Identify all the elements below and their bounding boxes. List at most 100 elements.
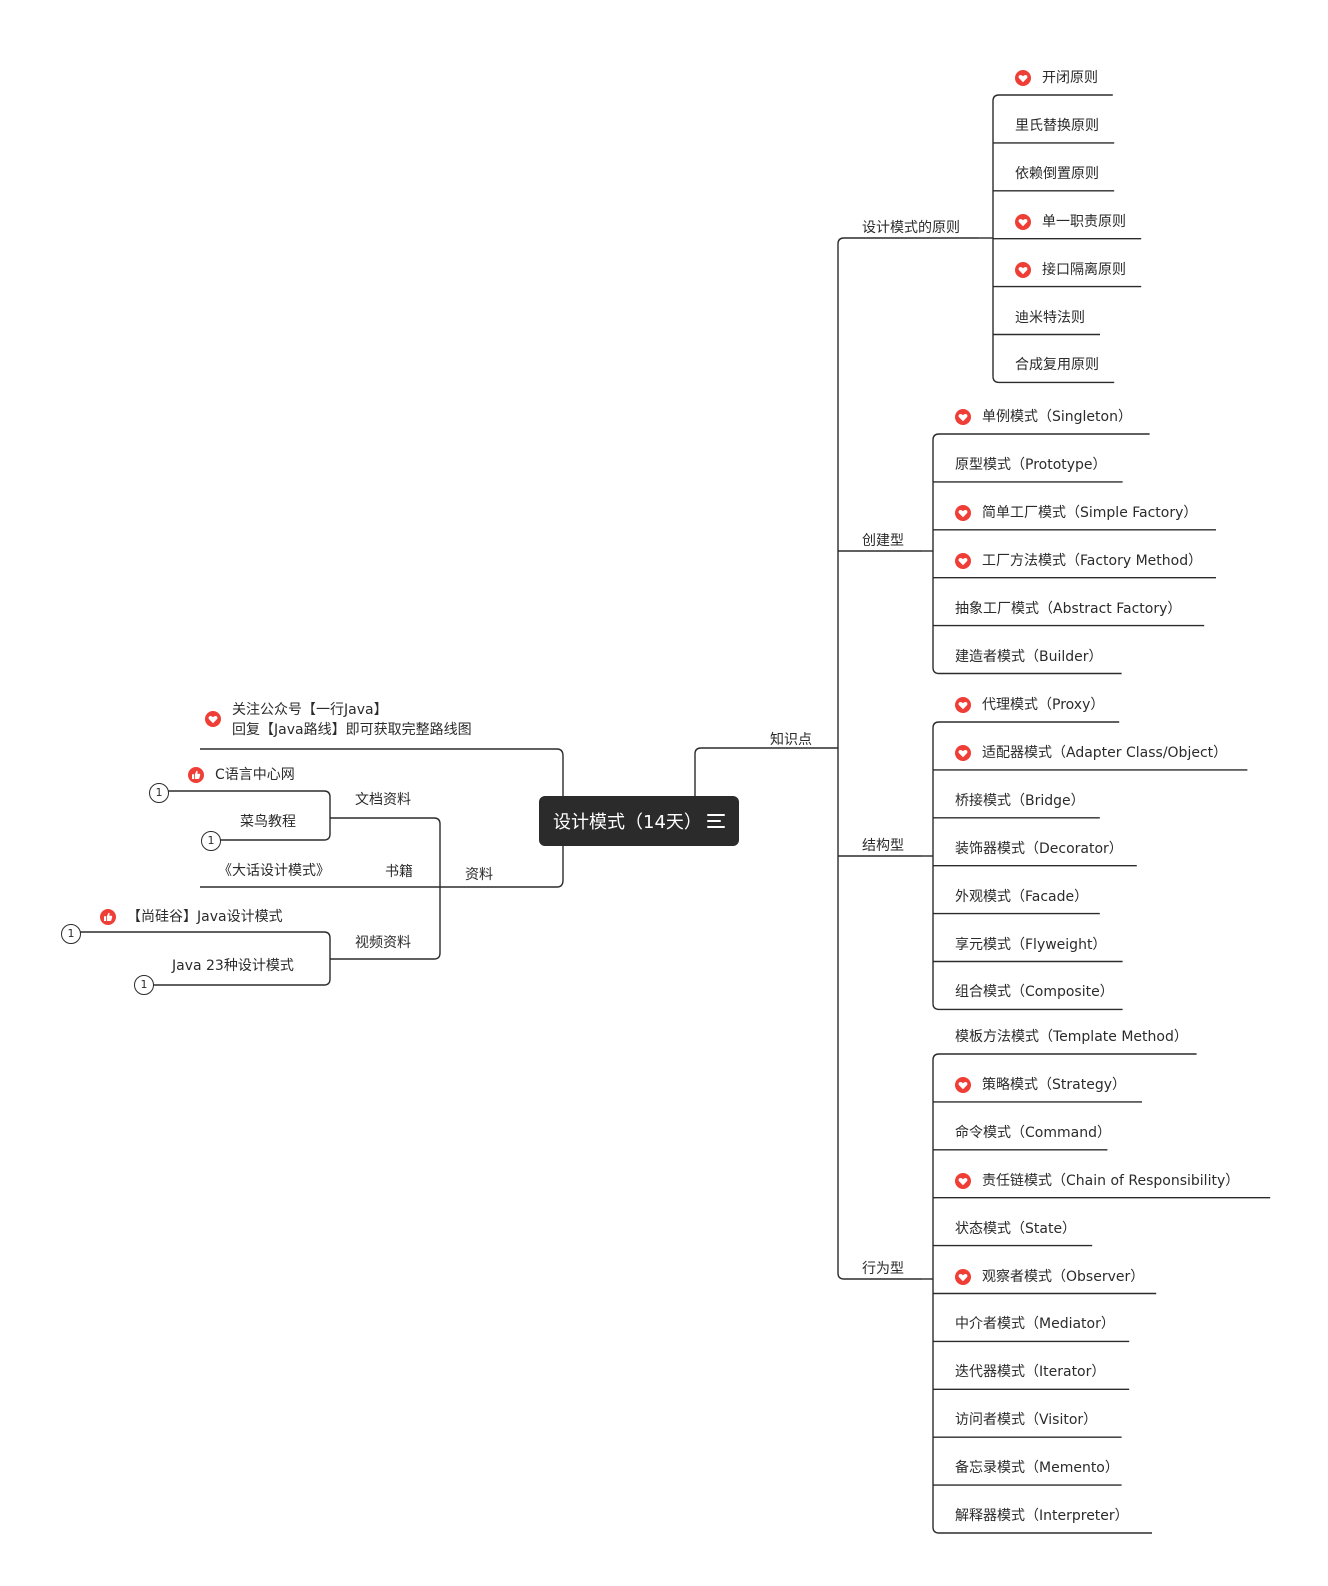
notice-topic[interactable]: 关注公众号【一行Java】回复【Java路线】即可获取完整路线图 [205,700,472,740]
list-icon[interactable] [707,814,725,828]
pattern-item[interactable]: 享元模式（Flyweight） [955,935,1106,955]
pattern-item-label: 装饰器模式（Decorator） [955,840,1123,857]
group-books[interactable]: 书籍 [385,862,413,882]
pattern-item-label: 责任链模式（Chain of Responsibility） [982,1172,1240,1189]
pattern-item[interactable]: 代理模式（Proxy） [955,695,1104,715]
pattern-item-label: 原型模式（Prototype） [955,456,1107,473]
resource-item-label: 【尚硅谷】Java设计模式 [127,909,283,925]
connector-line [837,1272,845,1280]
pattern-item-label: 模板方法模式（Template Method） [955,1029,1188,1045]
connector-line [497,808,564,888]
heart-icon [955,1076,971,1093]
pattern-item[interactable]: 策略模式（Strategy） [955,1075,1126,1095]
pattern-item[interactable]: 迪米特法则 [1015,308,1085,328]
pattern-item-label: 迭代器模式（Iterator） [955,1364,1106,1381]
pattern-item-label: 单例模式（Singleton） [982,409,1132,425]
pattern-item[interactable]: 接口隔离原则 [1015,260,1126,280]
connector-line [932,1003,1123,1011]
pattern-item[interactable]: 合成复用原则 [1015,355,1099,375]
pattern-item[interactable]: 单一职责原则 [1015,212,1126,232]
connector-line [144,959,331,986]
resource-item-label: C语言中心网 [215,767,295,783]
pattern-item[interactable]: 适配器模式（Adapter Class/Object） [955,743,1227,763]
pattern-item-label: 解释器模式（Interpreter） [955,1508,1129,1524]
group-behavioral-label: 行为型 [862,1261,904,1277]
connector-line [992,376,1115,384]
resource-item[interactable]: 菜鸟教程 [240,812,296,832]
connector-line [330,952,441,960]
pattern-item[interactable]: 命令模式（Command） [955,1123,1111,1143]
connector-line [932,1526,1152,1534]
group-videos-label: 视频资料 [355,935,411,951]
resource-item[interactable]: Java 23种设计模式 [172,956,294,976]
pattern-item[interactable]: 工厂方法模式（Factory Method） [955,551,1202,571]
heart-icon [1015,213,1031,230]
link-badge[interactable]: 1 [134,975,154,995]
heart-icon [205,711,221,727]
pattern-item[interactable]: 责任链模式（Chain of Responsibility） [955,1171,1239,1191]
pattern-item[interactable]: 依赖倒置原则 [1015,164,1099,184]
connector-line [932,1053,1197,1061]
branch-resources[interactable]: 资料 [465,865,493,885]
group-videos[interactable]: 视频资料 [355,933,411,953]
connector-line [932,721,1120,729]
link-badge[interactable]: 1 [201,831,221,851]
pattern-item-label: 依赖倒置原则 [1015,165,1099,182]
root-topic[interactable]: 设计模式（14天） [539,796,739,846]
heart-icon [955,552,971,569]
group-docs[interactable]: 文档资料 [355,790,411,810]
pattern-item[interactable]: 桥接模式（Bridge） [955,791,1085,811]
pattern-item[interactable]: 建造者模式（Builder） [955,647,1103,667]
pattern-item[interactable]: 观察者模式（Observer） [955,1267,1144,1287]
connector-line [932,433,1150,441]
pattern-item-label: 外观模式（Facade） [955,888,1089,905]
pattern-item[interactable]: 迭代器模式（Iterator） [955,1362,1105,1382]
heart-icon [955,1268,971,1285]
connector-line [71,931,331,959]
pattern-item[interactable]: 装饰器模式（Decorator） [955,839,1123,859]
pattern-item-label: 建造者模式（Builder） [955,648,1103,665]
pattern-item[interactable]: 简单工厂模式（Simple Factory） [955,503,1197,523]
connector-line [158,790,331,818]
connector-line [694,747,838,796]
group-principles[interactable]: 设计模式的原则 [862,218,960,238]
resource-item[interactable]: C语言中心网 [188,765,295,785]
connector-line [837,237,845,245]
resource-item[interactable]: 《大话设计模式》 [218,861,330,881]
pattern-item-label: 策略模式（Strategy） [982,1076,1126,1093]
pattern-item-label: 接口隔离原则 [1042,261,1126,278]
link-badge[interactable]: 1 [149,783,169,803]
pattern-item[interactable]: 开闭原则 [1015,68,1098,88]
heart-icon [1015,261,1031,278]
pattern-item[interactable]: 状态模式（State） [955,1219,1076,1239]
pattern-item[interactable]: 模板方法模式（Template Method） [955,1027,1188,1047]
connector-line [330,817,441,825]
pattern-item-label: 迪米特法则 [1015,309,1085,326]
group-structural[interactable]: 结构型 [862,836,904,856]
branch-knowledge[interactable]: 知识点 [770,730,812,750]
pattern-item-label: 状态模式（State） [955,1220,1077,1237]
group-creational[interactable]: 创建型 [862,531,904,551]
connector-line [932,667,1122,675]
connector-line [992,94,1113,102]
pattern-item[interactable]: 里氏替换原则 [1015,116,1099,136]
pattern-item[interactable]: 组合模式（Composite） [955,982,1114,1002]
pattern-item[interactable]: 中介者模式（Mediator） [955,1314,1115,1334]
resource-item[interactable]: 【尚硅谷】Java设计模式 [100,907,283,927]
pattern-item[interactable]: 解释器模式（Interpreter） [955,1506,1129,1526]
pattern-item[interactable]: 抽象工厂模式（Abstract Factory） [955,599,1181,619]
pattern-item-label: 访问者模式（Visitor） [955,1412,1098,1429]
pattern-item[interactable]: 外观模式（Facade） [955,887,1088,907]
connector-line [497,748,564,808]
link-badge[interactable]: 1 [61,924,81,944]
pattern-item[interactable]: 备忘录模式（Memento） [955,1458,1119,1478]
pattern-item[interactable]: 单例模式（Singleton） [955,407,1132,427]
group-behavioral[interactable]: 行为型 [862,1259,904,1279]
pattern-item-label: 组合模式（Composite） [955,984,1114,1001]
pattern-item-label: 观察者模式（Observer） [982,1268,1145,1285]
heart-icon [955,504,971,521]
pattern-item-label: 中介者模式（Mediator） [955,1316,1115,1333]
pattern-item[interactable]: 访问者模式（Visitor） [955,1410,1097,1430]
pattern-item[interactable]: 原型模式（Prototype） [955,455,1107,475]
